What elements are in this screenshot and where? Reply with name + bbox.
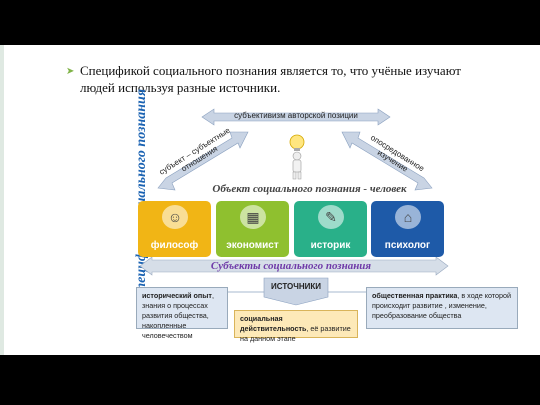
card-economist: ▦ экономист [216, 201, 289, 257]
sources-arrow [263, 277, 329, 306]
box-right-bold: общественная практика [372, 291, 458, 300]
heading-line-1: Спецификой социального познания является… [80, 63, 461, 78]
box-social-reality: социальная действительность, её развитие… [234, 310, 358, 343]
cash-register-icon: ▦ [240, 205, 266, 229]
card-label: экономист [226, 240, 279, 251]
couch-icon: ⌂ [395, 205, 421, 229]
subject-cards: ☺ философ ▦ экономист ✎ историк ⌂ психол… [138, 201, 444, 257]
box-historical-experience: исторический опыт, знания о процессах ра… [136, 287, 228, 340]
box-left-bold: исторический опыт [142, 291, 212, 300]
subjects-arrow [139, 256, 449, 276]
card-label: философ [150, 240, 199, 251]
box-left-text: , знания о процессах развития общества, … [142, 291, 214, 340]
diagram-figure: Специфика социального познания субъектив… [80, 89, 522, 352]
box-center-bold: социальная действительность [240, 314, 307, 333]
box-right-text: , в ходе которой происходит развитие , и… [372, 291, 512, 320]
card-psychologist: ⌂ психолог [371, 201, 444, 257]
left-arrow [157, 131, 249, 191]
bullet-arrow-icon: ➤ [66, 66, 75, 77]
subjects-label: Субъекты социального познания [210, 260, 372, 272]
right-arrow [341, 131, 433, 191]
slide: ➤ Спецификой социального познания являет… [0, 45, 540, 355]
card-label: психолог [384, 240, 431, 251]
sources-label: ИСТОЧНИКИ [270, 282, 322, 291]
diagram-arrows [139, 108, 449, 306]
card-philosopher: ☺ философ [138, 201, 211, 257]
box-social-practice: общественная практика, в ходе которой пр… [366, 287, 518, 329]
slide-heading: Спецификой социального познания является… [80, 62, 504, 96]
lightbulb-person-icon [289, 134, 305, 180]
object-label: Объект социального познания - человек [212, 183, 407, 195]
card-label: историк [310, 240, 351, 251]
slide-accent-bar [0, 45, 8, 355]
thinker-icon: ☺ [162, 205, 188, 229]
top-arrow-label: субъективизм авторской позиции [234, 111, 358, 120]
scroll-icon: ✎ [318, 205, 344, 229]
top-arrow [201, 108, 391, 126]
card-historian: ✎ историк [294, 201, 367, 257]
heading-line-2: людей используя разные источники. [80, 80, 281, 95]
box-center-text: , её развитие на данном этапе [240, 324, 351, 343]
